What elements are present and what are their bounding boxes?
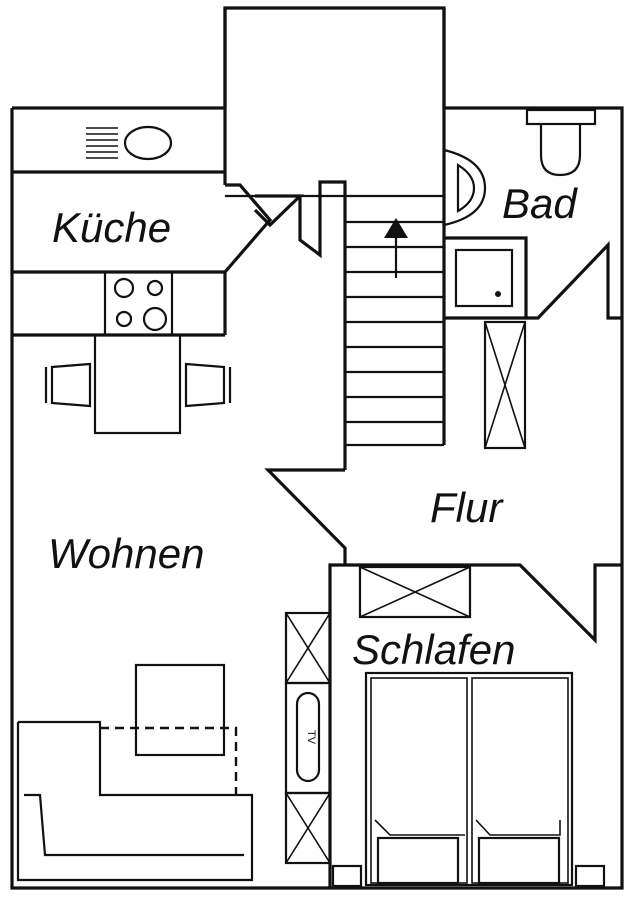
nightstand-left-icon [331,864,363,888]
room-label-bad: Bad [502,180,578,227]
living-room: Wohnen [16,530,254,882]
stair-treads [345,220,444,447]
wardrobe-top-icon [358,565,472,619]
stair-direction-arrow-icon [384,218,408,278]
hallway: Flur [264,320,527,565]
bedroom: TV Schlafen [284,563,622,888]
armchair-icon [134,663,226,757]
kitchen: Küche [12,125,347,337]
room-label-wohnen: Wohnen [48,530,204,577]
double-bed-icon [364,671,574,887]
room-label-kueche: Küche [52,204,171,251]
room-label-flur: Flur [430,484,504,531]
chair-right-icon [184,362,226,408]
sink-icon [86,125,173,161]
sofa-icon [16,720,254,882]
kitchen-door [223,180,347,274]
room-label-schlafen: Schlafen [352,626,515,673]
wardrobe-side-icon [284,611,332,865]
stove-icon [103,270,174,337]
nightstand-right-icon [574,864,606,888]
staircase [223,8,446,470]
dining-table [44,333,232,435]
tv-icon: TV [295,691,321,783]
toilet-icon [525,108,597,177]
bathroom: Bad [443,108,622,320]
chair-left-icon [50,362,92,408]
hall-door [264,468,347,565]
washbasin-icon [443,148,487,227]
tv-label: TV [305,730,317,745]
shower-icon [454,248,514,308]
hall-wardrobe-icon [483,320,527,450]
